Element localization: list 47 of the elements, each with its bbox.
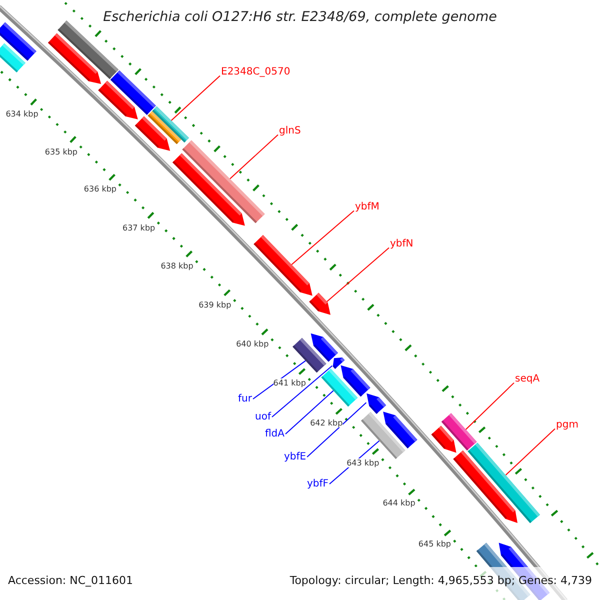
leader-line: [291, 210, 354, 266]
gene-label: uof: [255, 411, 271, 423]
gene-label: E2348C_0570: [221, 66, 290, 78]
tick-label: 636 kbp: [84, 184, 116, 194]
tick-label: 644 kbp: [382, 498, 416, 508]
gene-segment: [468, 442, 540, 524]
leader-line: [505, 428, 556, 476]
tick-label: 639 kbp: [198, 300, 232, 310]
tick-label: 645 kbp: [418, 540, 451, 549]
gene-segment: [332, 358, 345, 369]
gene-segment: [321, 368, 358, 407]
leader-line: [326, 247, 390, 302]
tick-label: 643 kbp: [346, 458, 380, 468]
gene-segment: [254, 235, 312, 296]
gene-label: glnS: [279, 125, 301, 137]
gene-label: fldA: [265, 428, 284, 440]
gene-label: fur: [238, 393, 252, 405]
tick-label: 640 kbp: [236, 339, 269, 348]
leader-line: [306, 402, 367, 458]
tick-label: 638 kbp: [160, 261, 194, 270]
tick-label: 637 kbp: [122, 222, 156, 232]
tick-label: 634 kbp: [6, 110, 38, 119]
gene-segment: [152, 106, 189, 142]
gene-segment: [361, 412, 406, 459]
gene-segment: [309, 292, 330, 315]
gene-label: ybfF: [307, 478, 329, 490]
gene-segment: [292, 338, 326, 373]
gene-label: ybfN: [390, 238, 414, 250]
gene-label: seqA: [515, 373, 540, 385]
gene-label: pgm: [556, 419, 578, 431]
leader-line: [252, 360, 306, 400]
gene-label: ybfM: [355, 201, 380, 213]
genome-stats-text: Topology: circular; Length: 4,965,553 bp; Genes: 4,739: [290, 575, 592, 588]
tick-label: 635 kbp: [44, 147, 78, 156]
gene-segment: [366, 393, 386, 414]
accession-text: Accession: NC_011601: [8, 575, 134, 588]
gene-segment: [182, 140, 265, 224]
gene-label: ybfE: [284, 451, 306, 463]
leader-line: [230, 134, 278, 180]
leader-line: [465, 382, 514, 430]
map-title: Escherichia coli O127:H6 str. E2348/69, complete genome: [103, 10, 497, 26]
tick-label: 642 kbp: [310, 418, 343, 428]
leader-line: [272, 365, 333, 418]
tick-label: 641 kbp: [273, 378, 306, 388]
leader-line: [170, 75, 220, 121]
gene-segment: [441, 413, 477, 450]
leader-line: [285, 390, 334, 434]
